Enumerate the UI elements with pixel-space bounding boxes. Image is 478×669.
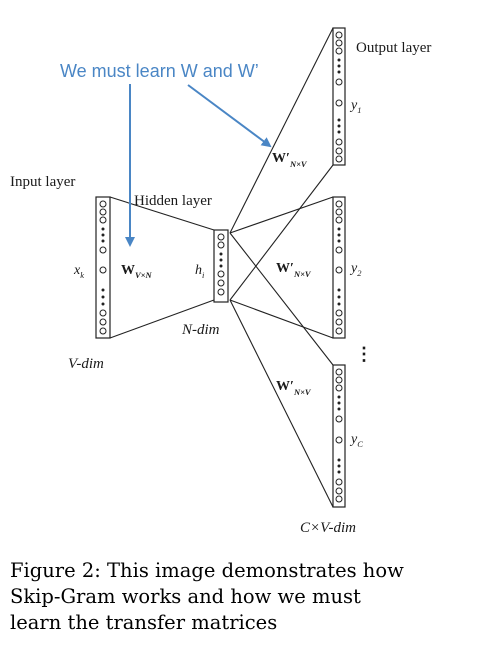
output-vector-2: [332, 196, 346, 339]
hidden-vector: [213, 229, 229, 303]
output-layer-label: Output layer: [356, 40, 431, 56]
w-prime-label-2: W′N×V: [276, 261, 312, 279]
y1-symbol: y1: [349, 98, 361, 115]
w-prime-label-1: W′N×V: [272, 151, 308, 169]
w-matrix-label: WV×N: [121, 263, 153, 280]
output-vector-1: [332, 27, 346, 166]
xk-symbol: xk: [73, 263, 84, 280]
figure-caption: Figure 2: This image demonstrates how Sk…: [10, 558, 470, 636]
output-ellipsis: ⋮: [355, 344, 373, 364]
cv-dim-label: C×V-dim: [300, 520, 356, 536]
annotation-arrows: [125, 84, 272, 247]
hi-symbol: hi: [195, 263, 205, 280]
caption-line-2: Skip-Gram works and how we must: [10, 585, 361, 608]
input-layer-label: Input layer: [10, 174, 75, 190]
connections: [109, 27, 334, 508]
hidden-layer-label: Hidden layer: [134, 193, 212, 209]
y2-symbol: y2: [349, 261, 362, 278]
input-vector: [95, 196, 111, 339]
annotation-text: We must learn W and W’: [60, 61, 259, 81]
output-vector-c: [332, 364, 346, 508]
n-dim-label: N-dim: [181, 322, 220, 338]
w-prime-label-c: W′N×V: [276, 379, 312, 397]
yc-symbol: yC: [349, 432, 363, 449]
caption-line-3: learn the transfer matrices: [10, 611, 278, 634]
caption-line-1: Figure 2: This image demonstrates how: [10, 559, 404, 582]
v-dim-label: V-dim: [68, 356, 104, 372]
